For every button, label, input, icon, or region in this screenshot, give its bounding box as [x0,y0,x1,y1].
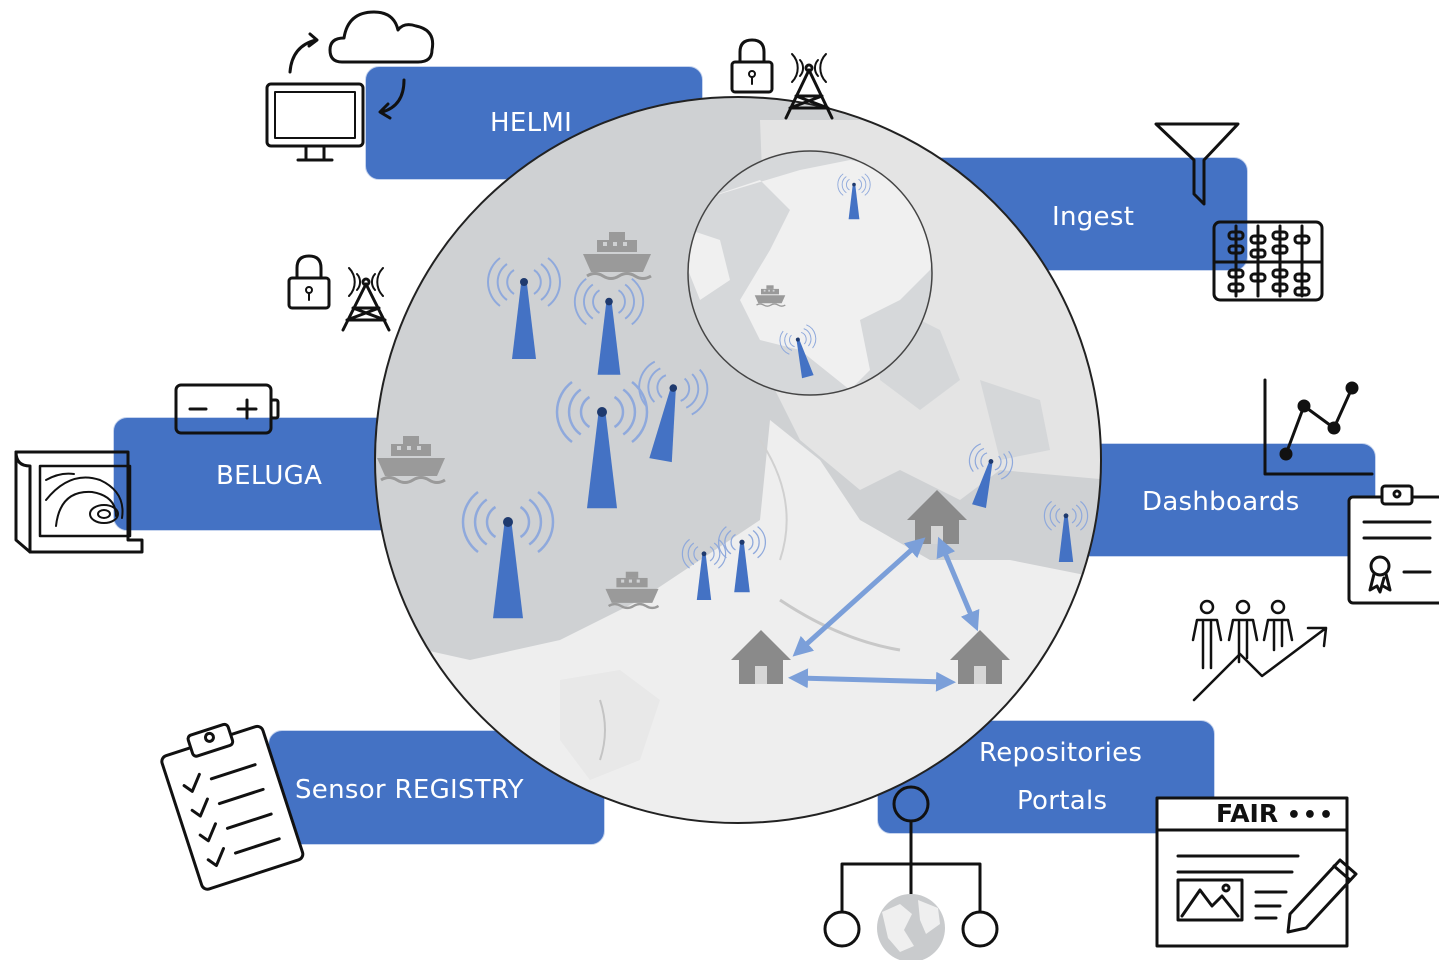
sensor-registry-label: Sensor REGISTRY [295,775,524,805]
world-inset [687,150,933,396]
funnel-icon [1154,122,1240,206]
checklist-clipboard-icon [160,722,305,891]
fair-dots: ••• [1286,803,1336,828]
monitor-cloud-sync-icon [265,10,435,162]
fair-text: FAIR [1216,799,1279,828]
lock-antenna-icon [730,38,834,120]
fair-label: FAIR ••• [1216,799,1335,828]
battery-icon [174,383,280,435]
lock-antenna-icon [287,254,391,332]
globe-thumbnail-icon [877,894,945,960]
dashboards-label: Dashboards [1142,487,1300,517]
ingest-label: Ingest [1052,202,1135,232]
beluga-label: BELUGA [216,461,323,491]
repositories-label: Repositories [979,738,1143,768]
certificate-icon [1347,484,1439,605]
portals-label: Portals [1017,786,1108,816]
helmi-label: HELMI [490,108,573,138]
beluga-box[interactable] [113,417,405,531]
network-hierarchy-icon [823,785,999,948]
dashboards-box[interactable] [1060,443,1376,557]
fair-document-icon [1155,796,1358,948]
people-growth-icon [1191,599,1328,702]
topographic-map-icon [14,450,144,554]
line-chart-icon [1263,378,1374,476]
abacus-icon [1212,220,1324,302]
